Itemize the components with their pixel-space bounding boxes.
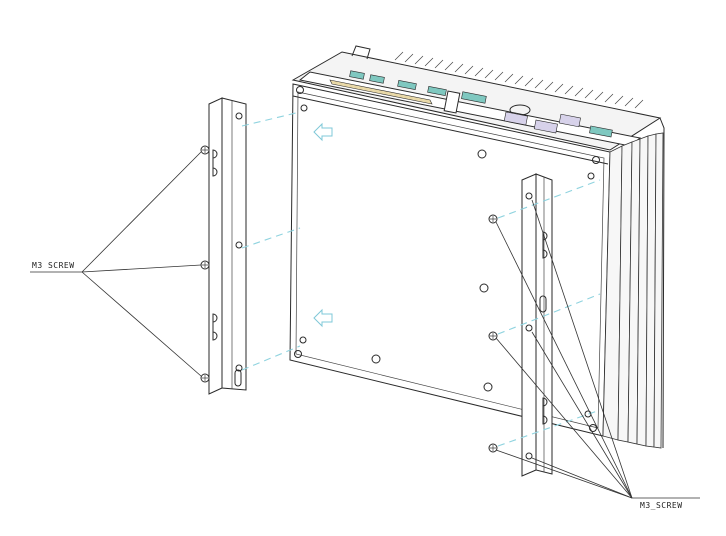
bracket-tab	[443, 90, 461, 114]
side-heatsink-fins	[602, 117, 665, 449]
right-bracket-hole-bottom	[525, 452, 533, 460]
left-keyhole-upper	[212, 149, 218, 177]
m3-screw-icon	[200, 145, 210, 155]
left-leader-lines	[30, 151, 202, 377]
right-screw-label: M3_SCREW	[640, 501, 683, 510]
serial-port-3	[558, 113, 581, 128]
right-bracket-hole-top	[525, 192, 533, 200]
right-leader-lines	[495, 199, 700, 499]
right-keyhole-lower	[542, 397, 548, 425]
usb-port-3	[397, 79, 417, 91]
usb-port-2	[369, 74, 385, 84]
mount-arrow-upper	[313, 122, 333, 142]
lan-port	[427, 85, 447, 97]
left-m3-screws	[200, 145, 210, 383]
right-mounting-bracket[interactable]	[521, 173, 553, 477]
m3-screw-icon	[488, 331, 498, 341]
right-m3-screws	[488, 214, 498, 453]
serial-port-1	[503, 111, 528, 126]
left-bracket-flange	[208, 97, 223, 395]
left-keyhole-lower	[212, 313, 218, 341]
right-bracket-slot	[539, 295, 547, 313]
rear-tab	[351, 45, 371, 60]
left-bracket-slot	[234, 369, 242, 387]
bottom-face-inset	[295, 91, 605, 429]
m3-screw-icon	[200, 260, 210, 270]
mount-arrow-lower	[313, 308, 333, 328]
left-screw-label: M3 SCREW	[32, 261, 75, 270]
left-bracket-hole-bottom	[235, 364, 243, 372]
left-mounting-bracket[interactable]	[208, 97, 247, 395]
m3-screw-icon	[488, 443, 498, 453]
left-bracket-hole-top	[235, 112, 243, 120]
hdmi-port	[461, 91, 487, 104]
right-keyhole-upper	[542, 231, 548, 259]
m3-screw-icon	[200, 373, 210, 383]
front-edge	[292, 95, 609, 165]
right-bracket-hole-mid	[525, 324, 533, 332]
card-slot	[329, 79, 433, 105]
top-heatsink-fins	[394, 51, 644, 109]
m3-screw-icon	[488, 214, 498, 224]
usb-port-1	[349, 70, 365, 80]
left-bracket-face	[221, 97, 247, 391]
left-bracket-hole-mid	[235, 241, 243, 249]
terminal-block	[589, 125, 613, 138]
serial-port-2	[533, 119, 558, 134]
embedded-pc-unit	[289, 45, 665, 449]
